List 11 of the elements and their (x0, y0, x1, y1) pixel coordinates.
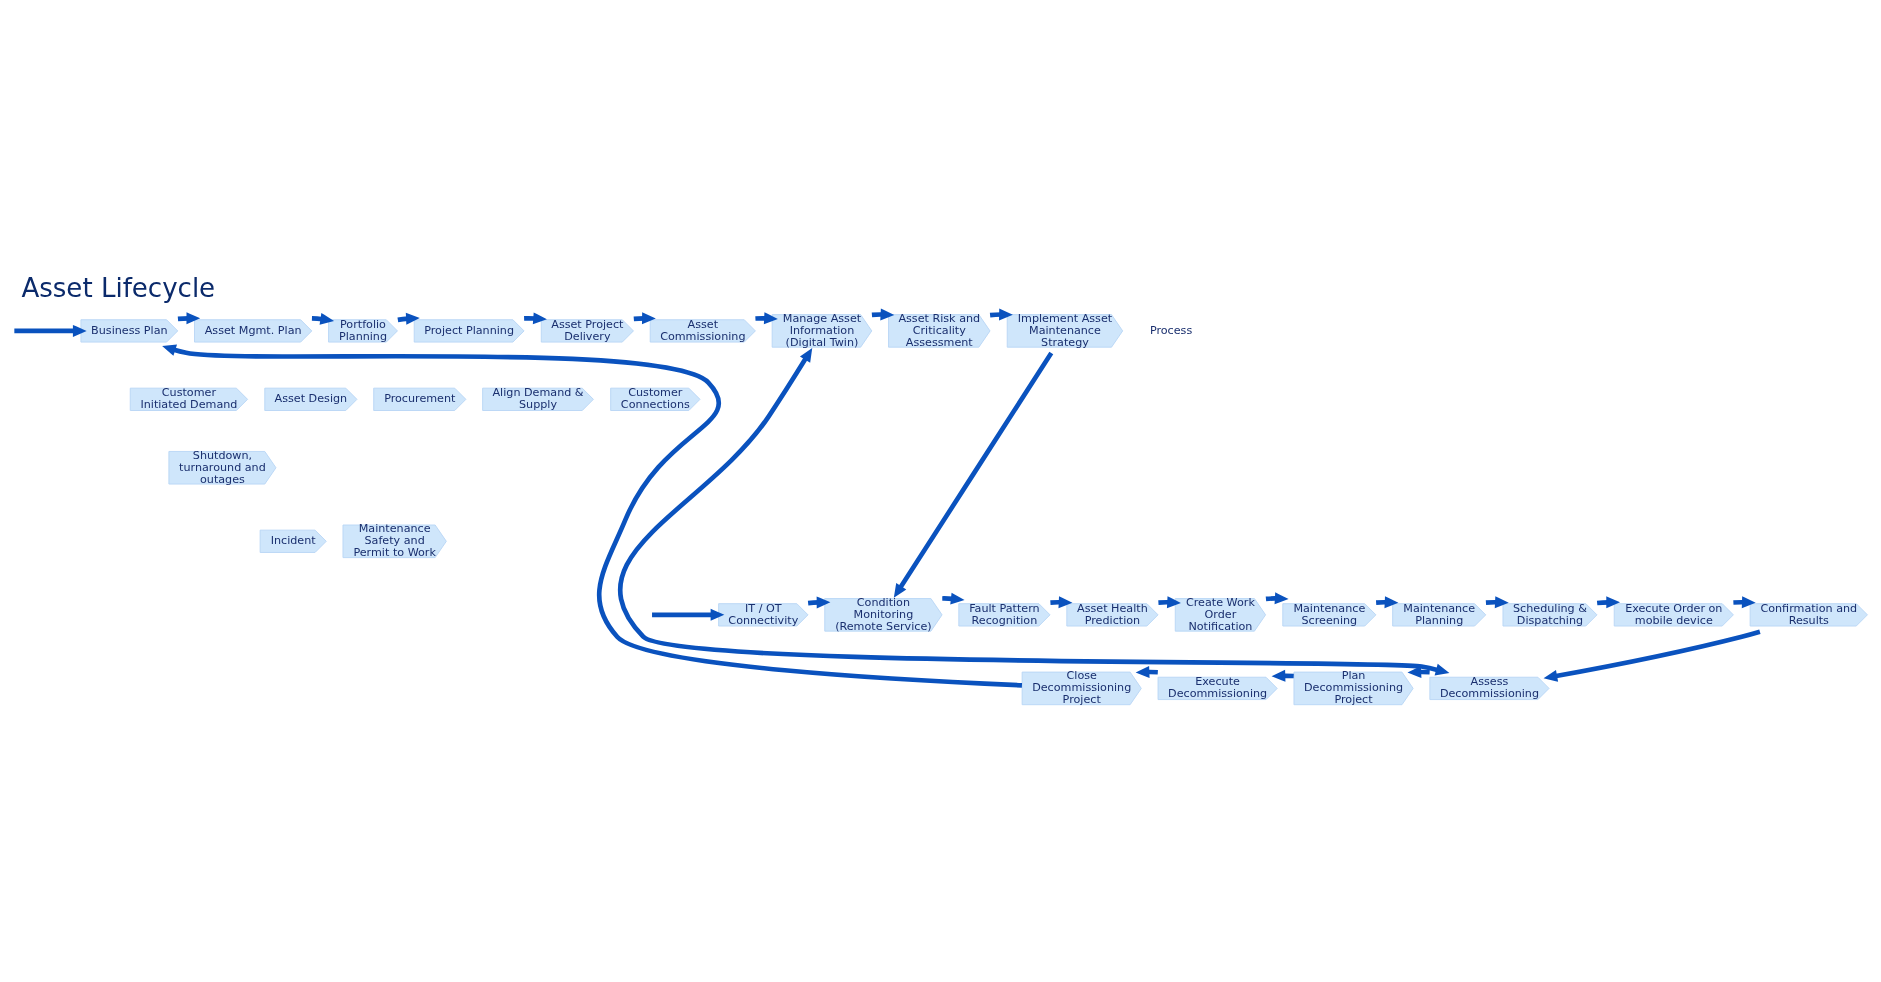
arrow (1733, 595, 1756, 608)
arrow (14, 324, 87, 337)
arrow (162, 343, 1023, 688)
arrow (652, 608, 725, 621)
diagram-title: Asset Lifecycle (21, 272, 216, 303)
arrow (1050, 595, 1073, 608)
arrow (1376, 595, 1399, 608)
arrow (1543, 628, 1761, 682)
arrow (893, 351, 1054, 598)
legend-label: Process (1149, 323, 1193, 337)
arrow (942, 592, 965, 605)
